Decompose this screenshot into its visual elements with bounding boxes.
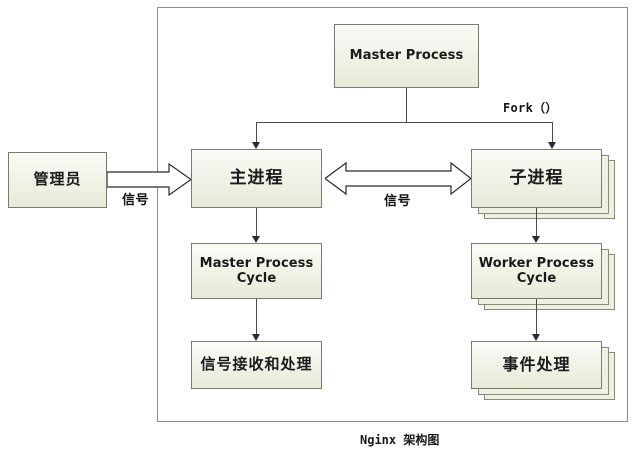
nginx-architecture-group — [157, 7, 628, 422]
edge-label-fork: Fork（） — [503, 101, 558, 115]
edge-master-stem — [406, 88, 407, 123]
edge-bus-to-child — [552, 122, 553, 145]
node-signal-receive-handle[interactable]: 信号接收和处理 — [191, 341, 322, 389]
edge-mpcycle-to-signal — [256, 299, 257, 338]
edge-bus-to-main — [256, 122, 257, 145]
arrowhead-child-to-wpcycle — [532, 236, 540, 243]
node-event-handle-label: 事件处理 — [502, 354, 571, 374]
node-master-process-label: Master Process — [349, 48, 464, 64]
edge-main-to-mpcycle — [256, 208, 257, 239]
node-main-process-label: 主进程 — [229, 168, 284, 189]
node-event-handle[interactable]: 事件处理 — [471, 341, 602, 389]
arrowhead-bus-to-child — [548, 142, 556, 149]
edge-wpcycle-to-event — [536, 299, 537, 338]
node-child-process-label: 子进程 — [509, 168, 564, 189]
edge-admin-to-main-arrow — [107, 162, 192, 197]
caption-cn: 架构图 — [403, 433, 440, 447]
node-main-process[interactable]: 主进程 — [191, 149, 322, 208]
arrowhead-mpcycle-to-signal — [252, 334, 260, 341]
node-worker-process-cycle[interactable]: Worker Process Cycle — [471, 243, 602, 299]
node-admin-label: 管理员 — [33, 170, 82, 189]
edge-label-admin-to-main: 信号 — [122, 193, 150, 208]
caption-latin: Nginx — [360, 433, 397, 447]
node-signal-receive-handle-label: 信号接收和处理 — [200, 355, 313, 374]
arrowhead-wpcycle-to-event — [532, 334, 540, 341]
edge-child-to-wpcycle — [536, 208, 537, 239]
node-master-process-cycle-label: Master Process Cycle — [199, 255, 314, 286]
edge-label-main-to-child: 信号 — [384, 194, 412, 209]
edge-fork-bus — [256, 122, 553, 123]
diagram-caption: Nginx 架构图 — [360, 431, 439, 448]
node-admin[interactable]: 管理员 — [8, 152, 107, 208]
arrowhead-main-to-mpcycle — [252, 236, 260, 243]
node-child-process[interactable]: 子进程 — [471, 149, 602, 208]
node-master-process[interactable]: Master Process — [334, 24, 479, 88]
node-worker-process-cycle-label: Worker Process Cycle — [478, 255, 595, 286]
arrowhead-bus-to-main — [252, 142, 260, 149]
node-master-process-cycle[interactable]: Master Process Cycle — [191, 243, 322, 299]
